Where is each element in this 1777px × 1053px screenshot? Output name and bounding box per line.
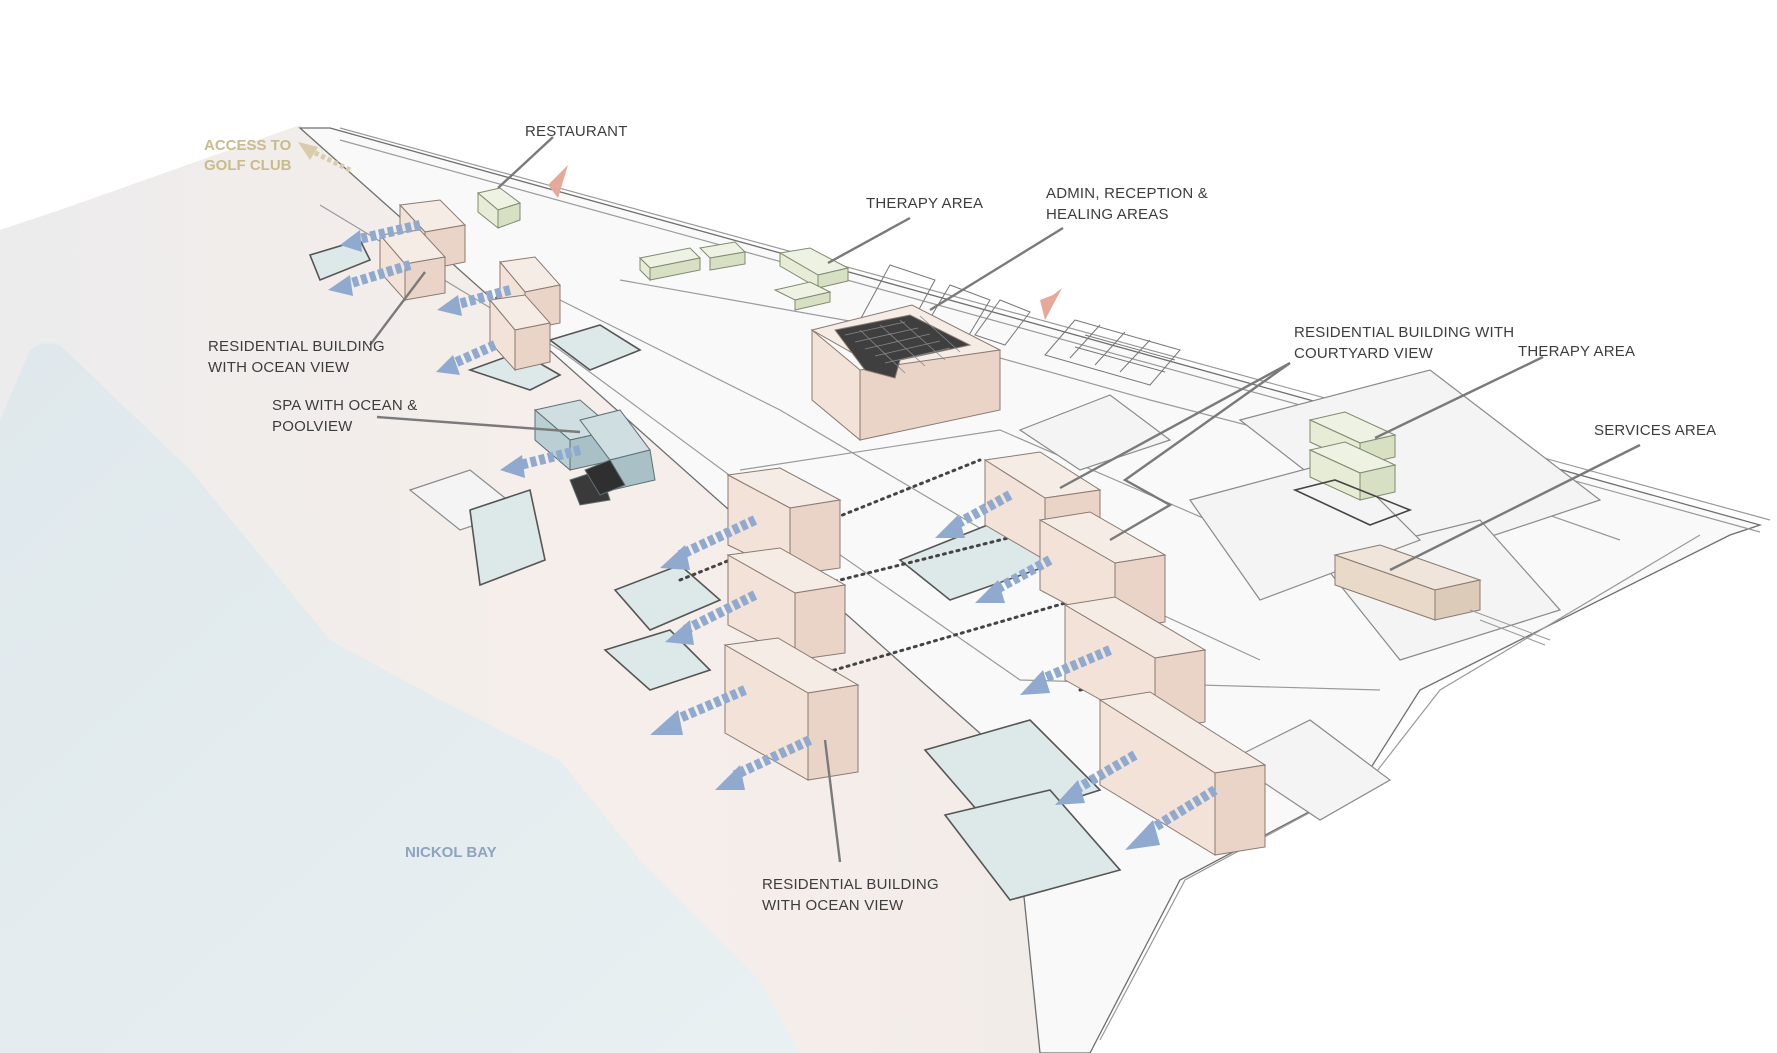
leader-res-courtyard-1 (1059, 361, 1291, 490)
leader-therapy-top (827, 216, 911, 265)
res-ocean-left-label-line2: WITH OCEAN VIEW (208, 359, 350, 376)
access-golf-label-line1: ACCESS TO (204, 137, 292, 154)
bottom-right-plot (1228, 719, 1392, 821)
admin-plot (1018, 394, 1172, 471)
therapy-buildings-right (1292, 411, 1413, 526)
leader-admin (929, 226, 1064, 312)
golf-access-arrow-icon (298, 142, 352, 173)
view-arrows (343, 220, 1218, 835)
nickol-bay-label: NICKOL BAY (405, 844, 497, 861)
pool-8 (943, 789, 1122, 901)
residential-building-right-4 (1098, 691, 1267, 856)
spa-label-line2: POOLVIEW (272, 418, 353, 435)
nickol-bay-water (0, 343, 800, 1053)
leader-therapy-right (1374, 355, 1544, 440)
pool-4 (613, 564, 722, 631)
therapy-area-label-top: THERAPY AREA (866, 195, 983, 212)
admin-reception-building (810, 304, 1002, 442)
res-courtyard-label-line2: COURTYARD VIEW (1294, 345, 1434, 362)
res-courtyard-label-line1: RESIDENTIAL BUILDING WITH (1294, 324, 1514, 341)
leader-res-ocean-left (369, 271, 426, 346)
leader-restaurant (497, 136, 554, 189)
pool-5 (603, 629, 712, 691)
walkway-3 (798, 588, 1112, 682)
services-area-label: SERVICES AREA (1594, 422, 1716, 439)
res-ocean-left-label-line1: RESIDENTIAL BUILDING (208, 338, 385, 355)
view-arrow-heads (328, 230, 1160, 850)
res-ocean-bottom-label-line1: RESIDENTIAL BUILDING (762, 876, 939, 893)
admin-label-line2: HEALING AREAS (1046, 206, 1169, 223)
leader-res-courtyard-2 (1109, 362, 1291, 542)
access-golf-label-line2: GOLF CLUB (204, 157, 292, 174)
admin-label-line1: ADMIN, RECEPTION & (1046, 185, 1208, 202)
restaurant-building (476, 187, 522, 230)
residential-building-left-2 (379, 229, 446, 302)
pool-spa (469, 488, 546, 587)
spa-label-line1: SPA WITH OCEAN & (272, 397, 417, 414)
pool-3 (548, 324, 642, 371)
restaurant-label: RESTAURANT (525, 123, 628, 140)
leader-services (1389, 443, 1641, 572)
leader-res-ocean-bottom (823, 739, 842, 863)
pool-2 (467, 351, 562, 391)
services-building (1333, 544, 1551, 646)
res-ocean-bottom-label-line2: WITH OCEAN VIEW (762, 897, 904, 914)
access-arrows (548, 165, 1062, 320)
leader-spa (376, 415, 581, 434)
therapy-buildings-top (638, 241, 850, 311)
therapy-area-label-right: THERAPY AREA (1518, 343, 1635, 360)
internal-road-4 (739, 429, 1301, 561)
residential-building-left-4 (489, 294, 551, 372)
